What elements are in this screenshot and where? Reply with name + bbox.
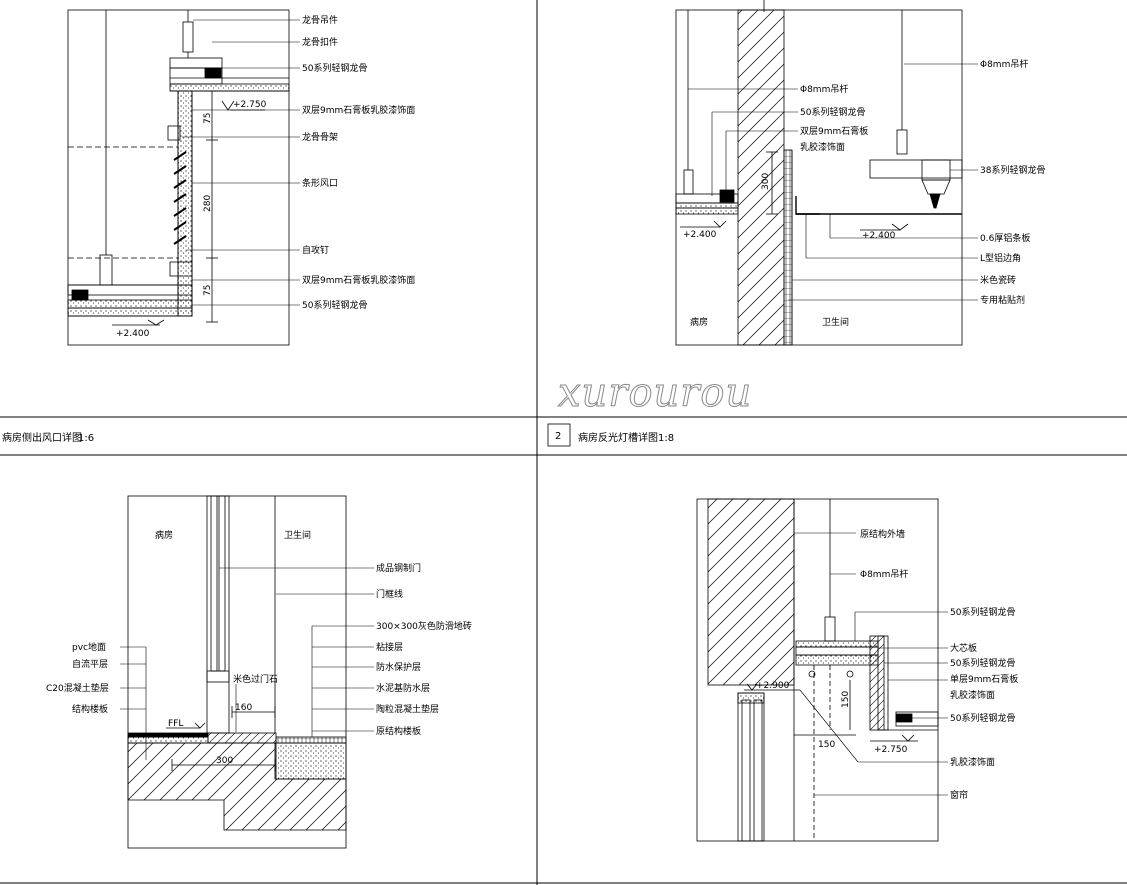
dim-bl-a: 160: [235, 703, 252, 713]
label-bl-right-6: 陶粒混凝土垫层: [376, 703, 439, 715]
label-tr-right-2: 0.6厚铝条板: [980, 232, 1030, 244]
elev-br-high: +2.900: [756, 681, 790, 691]
title-block-right: 2 病房反光灯槽详图 1:8: [547, 423, 674, 447]
label-br-4: 50系列轻钢龙骨: [950, 657, 1015, 669]
elev-tl-top: +2.750: [233, 100, 267, 110]
label-bl-right-7: 原结构楼板: [376, 725, 421, 737]
detail-top-right-labels: Φ8mm吊杆 50系列轻钢龙骨 双层9mm石膏板 乳胶漆饰面 Φ8mm吊杆 38…: [683, 58, 1045, 328]
label-tr-right-5: 专用粘贴剂: [980, 294, 1025, 306]
dim-br-a: 150: [818, 740, 835, 750]
detail-number-box: [547, 423, 571, 447]
label-tl-0: 龙骨吊件: [302, 14, 338, 26]
label-tr-left-3: 乳胶漆饰面: [800, 141, 845, 153]
detail-bottom-right-labels: 原结构外墙 Φ8mm吊杆 50系列轻钢龙骨 大芯板 50系列轻钢龙骨 单层9mm…: [756, 528, 1018, 801]
label-br-9: 窗帘: [950, 789, 968, 801]
watermark: xurourou: [558, 370, 752, 416]
label-tr-left-2: 双层9mm石膏板: [800, 125, 868, 137]
label-tl-8: 50系列轻钢龙骨: [302, 299, 367, 311]
dim-tl-1: 75: [203, 113, 213, 124]
label-tl-5: 条形风口: [302, 177, 338, 189]
label-bl-right-0: 成品钢制门: [376, 562, 421, 574]
label-bl-ffl: FFL: [168, 719, 183, 729]
label-bl-right-4: 防水保护层: [376, 661, 421, 673]
label-br-1: Φ8mm吊杆: [860, 568, 908, 580]
room-tr-left: 病房: [690, 316, 708, 328]
label-bl-right-2: 300×300灰色防滑地砖: [376, 620, 472, 632]
label-br-0: 原结构外墙: [860, 528, 905, 540]
title-left-scale: 1:6: [78, 433, 94, 444]
dim-bl-b: 300: [216, 756, 233, 766]
detail-bottom-left-labels: 病房 卫生间 成品钢制门 门框线 300×300灰色防滑地砖 粘接层 防水保护层…: [46, 529, 472, 766]
label-br-5: 单层9mm石膏板: [950, 673, 1018, 685]
title-block-left: 病房侧出风口详图 1:6: [2, 431, 94, 444]
label-br-7: 50系列轻钢龙骨: [950, 712, 1015, 724]
room-tr-right: 卫生间: [822, 316, 849, 328]
elev-tr-left: +2.400: [683, 230, 717, 240]
detail-bottom-right: [696, 498, 948, 842]
dim-tr: 300: [761, 173, 771, 190]
dim-tl-2: 280: [203, 195, 213, 212]
detail-bottom-left: [120, 495, 374, 849]
elev-tr-right: +2.400: [862, 231, 896, 241]
label-bl-left-3: 结构楼板: [72, 703, 108, 715]
title-left-text: 病房侧出风口详图: [2, 431, 82, 444]
title-right-number: 2: [555, 431, 561, 442]
label-tr-left-1: 50系列轻钢龙骨: [800, 106, 865, 118]
detail-top-left-labels: 龙骨吊件 龙骨扣件 50系列轻钢龙骨 双层9mm石膏板乳胶漆饰面 龙骨骨架 条形…: [116, 14, 415, 339]
label-bl-left-2: C20混凝土垫层: [46, 682, 109, 694]
title-right-scale: 1:8: [658, 433, 674, 444]
elev-tl-bottom: +2.400: [116, 329, 150, 339]
label-tl-2: 50系列轻钢龙骨: [302, 62, 367, 74]
room-bl-right: 卫生间: [284, 529, 311, 541]
label-br-8: 乳胶漆饰面: [950, 756, 995, 768]
label-tl-3: 双层9mm石膏板乳胶漆饰面: [302, 104, 415, 116]
label-tl-4: 龙骨骨架: [302, 131, 338, 143]
label-tl-7: 双层9mm石膏板乳胶漆饰面: [302, 274, 415, 286]
label-br-2: 50系列轻钢龙骨: [950, 606, 1015, 618]
label-bl-right-5: 水泥基防水层: [376, 682, 430, 694]
elev-br-low: +2.750: [874, 745, 908, 755]
label-tr-right-3: L型铝边角: [980, 252, 1021, 264]
label-bl-right-1: 门框线: [376, 588, 403, 600]
label-tr-right-0: Φ8mm吊杆: [980, 58, 1028, 70]
title-right-text: 病房反光灯槽详图: [578, 431, 658, 444]
room-bl-left: 病房: [155, 529, 173, 541]
label-tl-1: 龙骨扣件: [302, 36, 338, 48]
label-bl-right-3: 粘接层: [376, 641, 403, 653]
dim-br-b: 150: [841, 691, 851, 708]
detail-top-right: [675, 0, 978, 346]
label-tr-right-1: 38系列轻钢龙骨: [980, 164, 1045, 176]
label-br-3: 大芯板: [950, 642, 977, 654]
label-bl-left-0: pvc地面: [72, 641, 106, 653]
label-bl-left-1: 自流平层: [72, 658, 108, 670]
dim-tl-3: 75: [203, 285, 213, 296]
detail-top-left: [67, 9, 300, 346]
label-bl-threshold: 米色过门石: [233, 673, 278, 685]
label-tl-6: 自攻钉: [302, 244, 329, 256]
label-br-6: 乳胶漆饰面: [950, 689, 995, 701]
label-tr-right-4: 米色瓷砖: [980, 274, 1016, 286]
label-tr-left-0: Φ8mm吊杆: [800, 83, 848, 95]
